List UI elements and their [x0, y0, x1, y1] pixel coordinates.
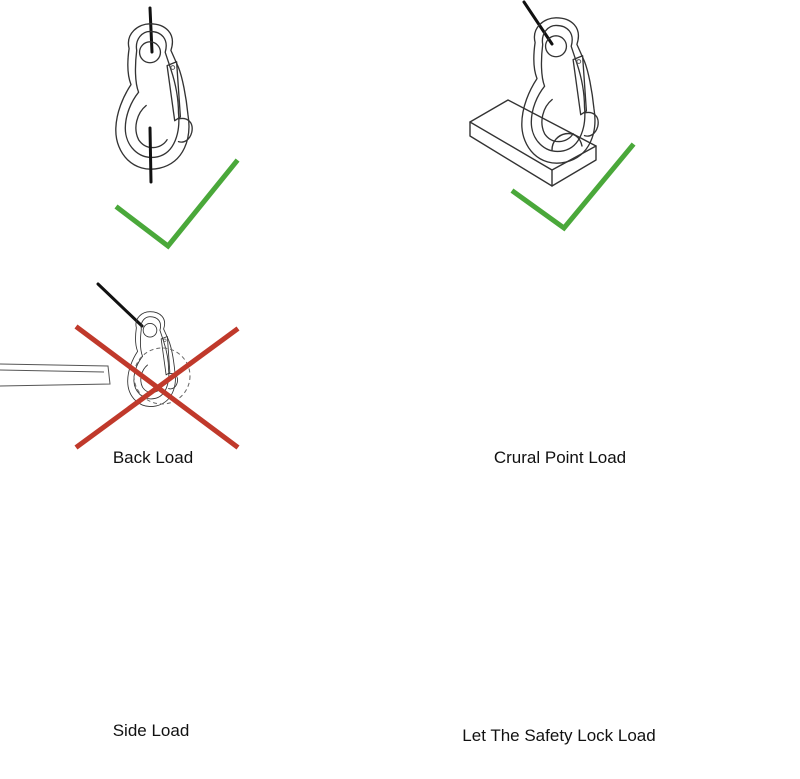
load-wire [148, 126, 153, 184]
caption-side-load: Side Load [112, 721, 190, 740]
beam [0, 363, 111, 387]
lifting-wire [96, 282, 144, 328]
sling-loop [551, 132, 583, 151]
caption-safety-lock-load: Let The Safety Lock Load [462, 726, 656, 745]
cross-mark-icon [74, 324, 240, 450]
panel-correct-block [469, 0, 636, 232]
focus-circle [133, 347, 191, 405]
panel-correct-hook [114, 6, 240, 250]
caption-back-load: Back Load [112, 448, 194, 467]
caption-crural-point-load: Crural Point Load [493, 448, 627, 467]
check-mark-icon [114, 158, 240, 250]
load-block [469, 99, 597, 187]
hook-icon [115, 23, 193, 170]
check-mark-icon [510, 142, 636, 232]
lifting-wire [522, 0, 554, 46]
lifting-wire [148, 6, 154, 54]
panel-back-load [0, 282, 240, 450]
